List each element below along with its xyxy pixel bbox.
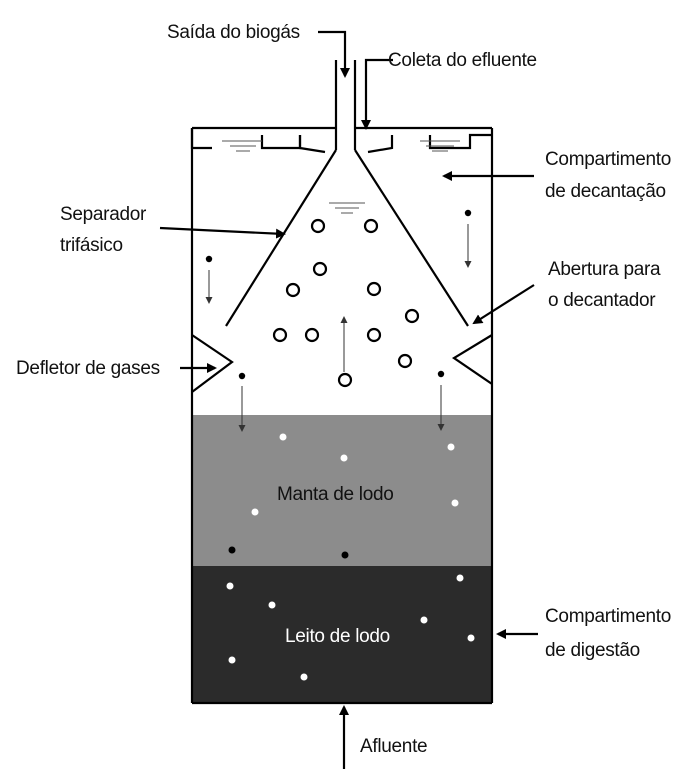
- influent-label: Afluente: [360, 736, 427, 757]
- sludge-blanket-label: Manta de lodo: [277, 484, 394, 505]
- separator-arrow: [159, 226, 286, 239]
- sludge-blanket-zone: [192, 415, 492, 566]
- sludge-bed-label: Leito de lodo: [285, 626, 390, 647]
- gas-deflector-label: Defletor de gases: [16, 358, 160, 379]
- settling-compartment-label-line1: Compartimento: [545, 149, 671, 170]
- digestion-compartment-label-line2: de digestão: [545, 640, 640, 661]
- sludge-blanket-particles: [228, 433, 459, 559]
- settling-particles: [205, 209, 472, 432]
- separator-label-line2: trifásico: [60, 235, 123, 256]
- settler-opening-label-line2: o decantador: [548, 290, 656, 311]
- effluent-collection-trough: [190, 128, 492, 154]
- settler-opening-arrow: [472, 284, 535, 325]
- three-phase-separator: [225, 149, 469, 327]
- biogas-outlet-pipe: [334, 60, 357, 150]
- biogas-outlet-arrow: [318, 30, 350, 78]
- gas-bubbles: [272, 218, 420, 388]
- annotation-arrows: [159, 30, 538, 769]
- settling-compartment-label-line2: de decantação: [545, 181, 666, 202]
- sludge-bed-particles: [226, 574, 475, 681]
- effluent-collection-arrow: [361, 58, 393, 130]
- settler-opening-label-line1: Abertura para: [548, 259, 661, 280]
- labels: Saída do biogás Coleta do efluente Compa…: [16, 22, 671, 757]
- reactor-walls: [190, 126, 494, 705]
- biogas-outlet-label: Saída do biogás: [167, 22, 300, 43]
- separator-label-line1: Separador: [60, 204, 147, 225]
- water-level-marks: [222, 140, 460, 214]
- gas-deflector-right: [451, 334, 493, 385]
- digestion-compartment-label-line1: Compartimento: [545, 606, 671, 627]
- effluent-collection-label: Coleta do efluente: [388, 50, 537, 71]
- gas-deflector-left: [191, 334, 234, 393]
- sludge-bed-zone: [192, 566, 492, 703]
